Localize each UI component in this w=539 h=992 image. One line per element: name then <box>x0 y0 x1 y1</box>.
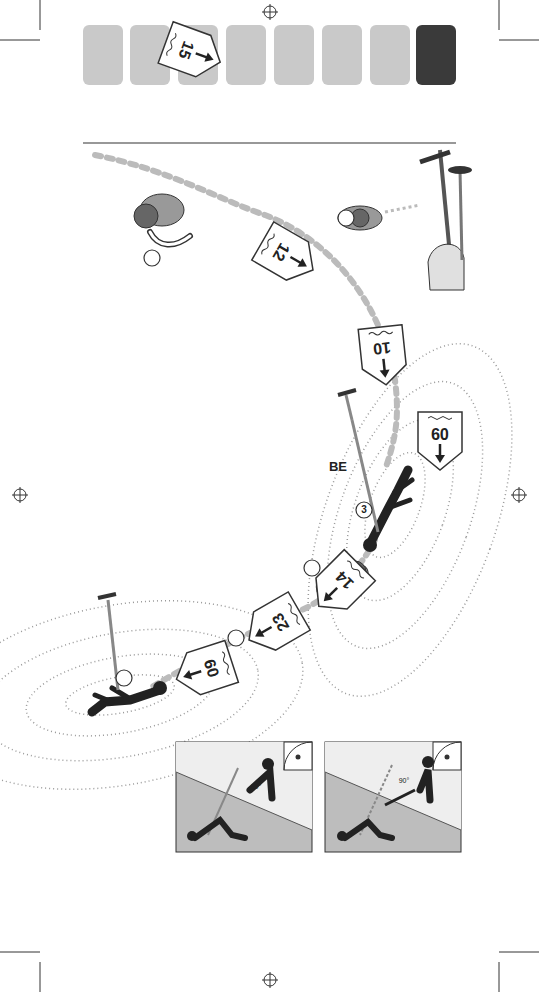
callout-number: 3 <box>361 505 367 515</box>
probe-label: BE <box>329 460 347 473</box>
distance-reading: 10 <box>373 339 392 357</box>
angle-label: 90° <box>399 777 410 784</box>
distance-reading: 09 <box>431 425 449 441</box>
angle-label: 90° <box>251 783 262 790</box>
